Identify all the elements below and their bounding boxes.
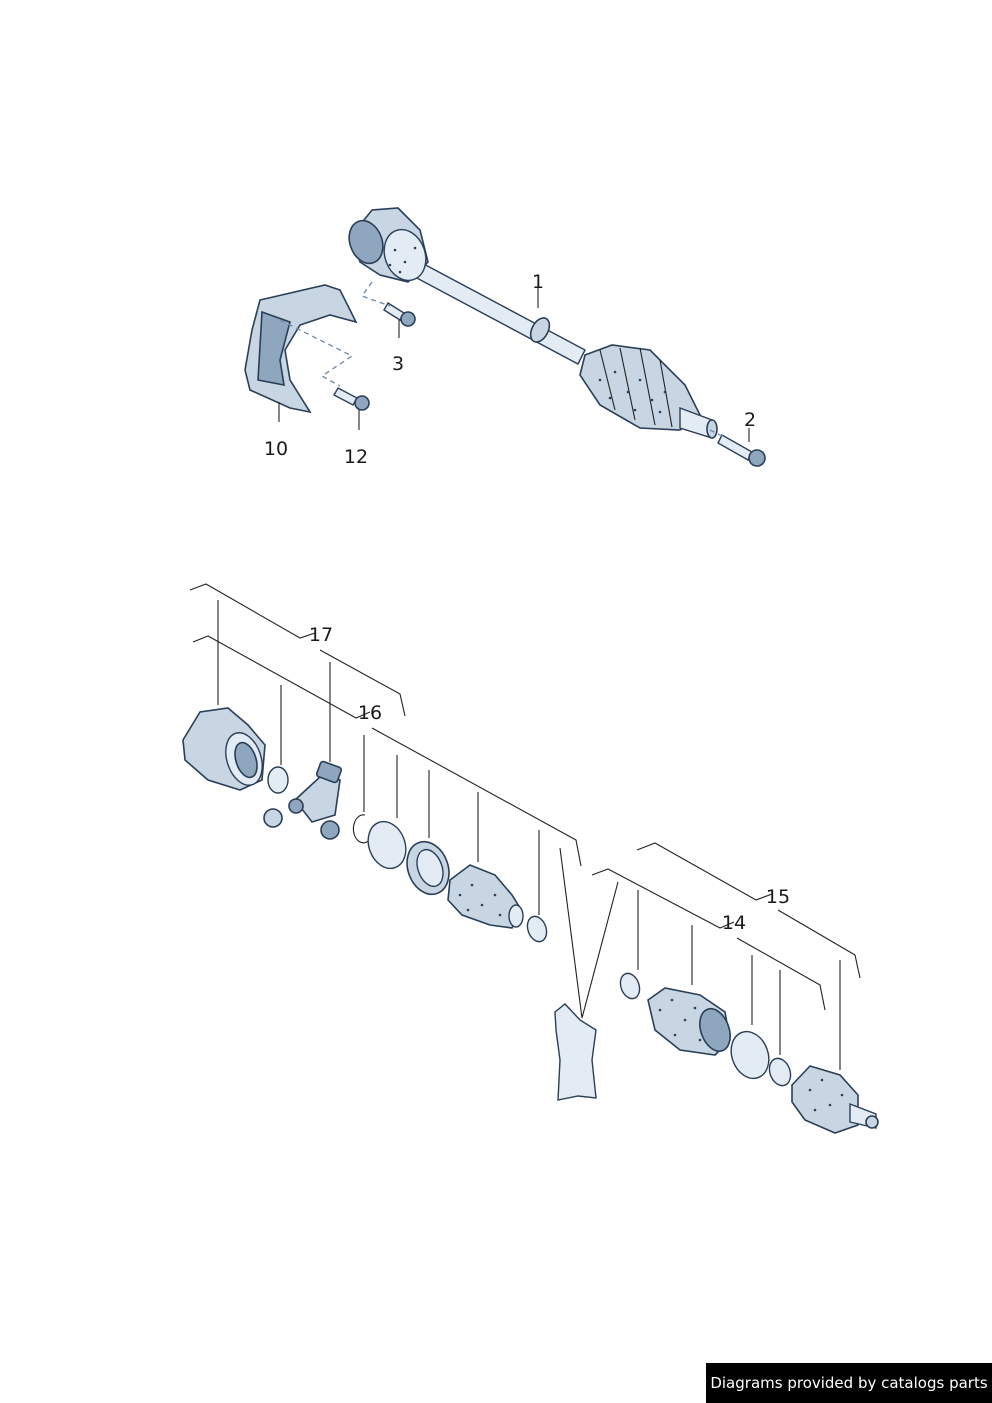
bracket-17 — [189, 583, 406, 717]
clamp-small — [526, 915, 548, 943]
callout-1: 1 — [532, 271, 544, 293]
dashed-line-3 — [360, 281, 391, 307]
bracket-16 — [192, 635, 582, 867]
boot-dots — [388, 246, 667, 414]
heat-shield-10 — [244, 284, 358, 414]
bracket-14 — [591, 868, 826, 1011]
bracket-15 — [636, 842, 861, 979]
callout-2: 2 — [744, 409, 756, 431]
catalog-credit-banner: Diagrams provided by catalogs parts — [706, 1363, 992, 1403]
bolt-2 — [717, 434, 766, 467]
leaders-14-15 — [637, 890, 841, 1070]
joint-housing — [182, 707, 266, 791]
callout-15: 15 — [766, 886, 790, 908]
clamp-large-outer — [730, 1030, 770, 1080]
leaders-grease — [559, 847, 619, 1019]
drive-shaft-assembly — [348, 207, 718, 439]
callout-17: 17 — [309, 624, 333, 646]
leaders-16 — [280, 662, 540, 915]
dashed-line-2 — [709, 429, 725, 438]
clamp-large — [367, 820, 407, 870]
callout-3: 3 — [392, 353, 404, 375]
callout-16: 16 — [358, 702, 382, 724]
bolt-12 — [333, 387, 370, 411]
callout-12: 12 — [344, 446, 368, 468]
outer-cv-joint — [791, 1065, 879, 1134]
outer-boot — [647, 987, 731, 1056]
circlip-outer — [768, 1057, 792, 1087]
dashed-line-12 — [279, 319, 354, 387]
roller — [263, 808, 283, 828]
tripod-joint — [288, 760, 343, 840]
grease-tube — [554, 1003, 597, 1101]
bolt-3 — [383, 302, 416, 327]
callout-14: 14 — [722, 912, 746, 934]
inner-boot — [447, 864, 524, 929]
clamp-small-outer — [619, 972, 641, 1000]
circlip — [267, 766, 289, 794]
boot-dots-bottom — [458, 883, 844, 1112]
callout-10: 10 — [264, 438, 288, 460]
